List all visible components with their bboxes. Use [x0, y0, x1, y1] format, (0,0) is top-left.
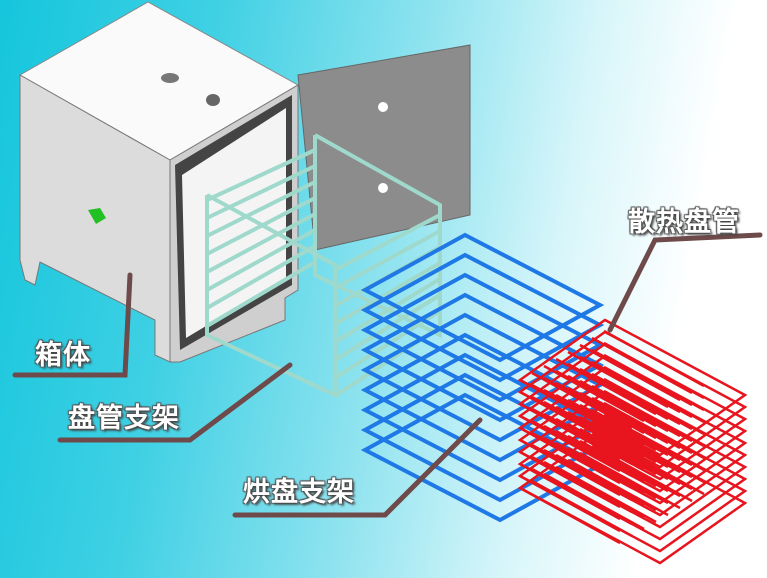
gauge-icon: [206, 94, 220, 106]
coil-outline: [517, 426, 748, 565]
valve-icon: [161, 73, 179, 83]
rack-bar: [206, 228, 316, 292]
rack-bar: [206, 212, 316, 274]
tray: [360, 272, 605, 403]
label-box: 箱体: [35, 340, 91, 371]
door-panel: [297, 44, 471, 251]
rack-bar: [333, 277, 442, 344]
tray: [360, 232, 605, 363]
rack-bar: [206, 196, 316, 256]
leader-tray-rack: [232, 417, 483, 518]
rack-bar: [333, 309, 442, 380]
label-coil-rack: 盘管支架: [68, 403, 180, 434]
rack-bar: [206, 244, 316, 310]
leader-coil-rack: [57, 362, 293, 443]
oven-box: [18, 1, 300, 363]
leader-heat-coil: [607, 232, 763, 333]
rack-bar: [206, 148, 316, 202]
rack-back-frame: [313, 133, 442, 339]
rack-bar: [206, 180, 316, 238]
rack-bar: [334, 213, 441, 272]
rack-bar: [333, 261, 442, 326]
heat-coil: [517, 318, 748, 565]
rack-bar: [333, 293, 442, 362]
label-tray-rack: 烘盘支架: [243, 477, 355, 508]
rack-bar: [205, 260, 317, 328]
label-heat-coil: 散热盘管: [628, 207, 740, 238]
rack-bar: [334, 229, 441, 290]
handle-icon: [88, 208, 106, 224]
coil-rack: [205, 133, 442, 399]
rack-bar: [206, 164, 316, 220]
leader-box: [12, 272, 133, 378]
leader-lines: [12, 232, 763, 518]
